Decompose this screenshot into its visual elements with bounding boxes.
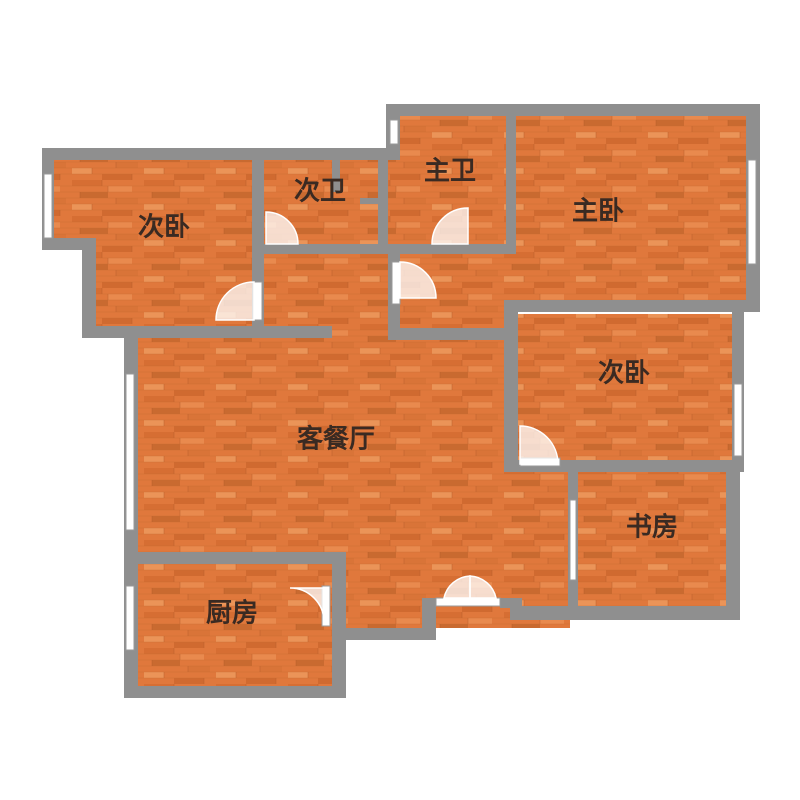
floor-master-bedroom — [514, 116, 746, 302]
door-swing — [431, 207, 469, 245]
wall — [504, 300, 518, 472]
door-swing — [399, 261, 437, 299]
wall — [506, 110, 516, 254]
floor-bedroom-northwest — [52, 158, 256, 244]
label-kitchen: 厨房 — [206, 599, 258, 629]
wall — [332, 552, 346, 698]
window — [253, 281, 263, 321]
window — [391, 261, 401, 305]
wall — [124, 552, 342, 564]
window — [569, 499, 577, 581]
window — [389, 119, 399, 145]
label-living-dining: 客餐厅 — [297, 424, 375, 455]
floor-study — [576, 470, 726, 608]
wall — [124, 686, 346, 698]
door-swing — [265, 211, 299, 245]
room-labels: 次卧 次卫 主卫 主卧 次卧 客餐厅 书房 厨房 — [138, 157, 678, 629]
window — [733, 383, 743, 457]
label-second-bathroom: 次卫 — [294, 177, 346, 207]
window — [125, 373, 135, 531]
label-bedroom-east: 次卧 — [598, 359, 650, 389]
wall — [42, 148, 398, 160]
label-master-bedroom: 主卧 — [572, 197, 624, 227]
floor-kitchen — [136, 564, 334, 694]
window — [435, 597, 501, 607]
wall — [262, 244, 516, 254]
floor-hall — [262, 254, 388, 338]
window — [125, 585, 135, 651]
wall — [388, 328, 504, 340]
floor-bedroom-east — [514, 314, 732, 464]
wall — [726, 460, 740, 620]
label-bedroom-northwest: 次卧 — [138, 213, 190, 243]
door-swing — [289, 587, 325, 623]
wall — [422, 598, 436, 640]
wall — [386, 104, 760, 116]
window — [43, 173, 53, 239]
wall — [500, 598, 522, 608]
door-swing — [215, 281, 255, 321]
door-swing — [519, 425, 559, 465]
wall — [82, 238, 96, 338]
wall — [378, 150, 388, 254]
door-swing — [469, 575, 497, 599]
wall — [332, 158, 340, 192]
wall — [510, 606, 740, 620]
wall — [504, 300, 760, 312]
window — [747, 159, 757, 265]
windows — [43, 119, 757, 651]
label-master-bathroom: 主卫 — [424, 157, 476, 187]
label-study: 书房 — [626, 513, 678, 543]
wall — [504, 460, 744, 472]
doors — [215, 207, 559, 623]
wall — [82, 326, 332, 338]
wall — [334, 628, 434, 640]
wall — [360, 198, 382, 204]
